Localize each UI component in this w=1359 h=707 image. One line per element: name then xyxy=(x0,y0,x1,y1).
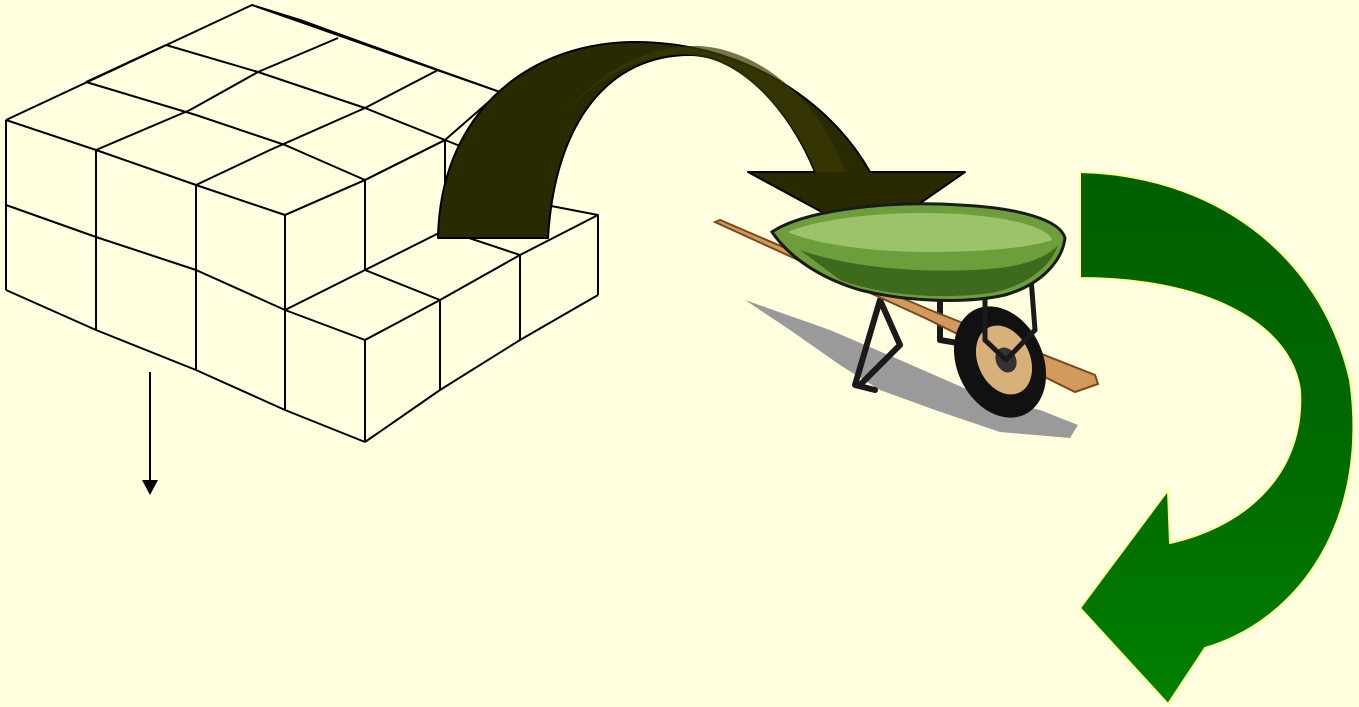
block-stack xyxy=(5,4,599,443)
curved-arrow-dark-icon xyxy=(437,40,966,239)
wheelbarrow-icon xyxy=(712,202,1100,438)
down-arrow xyxy=(142,372,158,495)
wheelbarrow-tray-inner xyxy=(788,212,1052,252)
block-top-grid xyxy=(5,4,501,216)
curved-arrow-green-icon xyxy=(1079,171,1355,705)
block-upper-front xyxy=(5,120,446,410)
wheelbarrow-tray-shade xyxy=(800,245,1058,297)
